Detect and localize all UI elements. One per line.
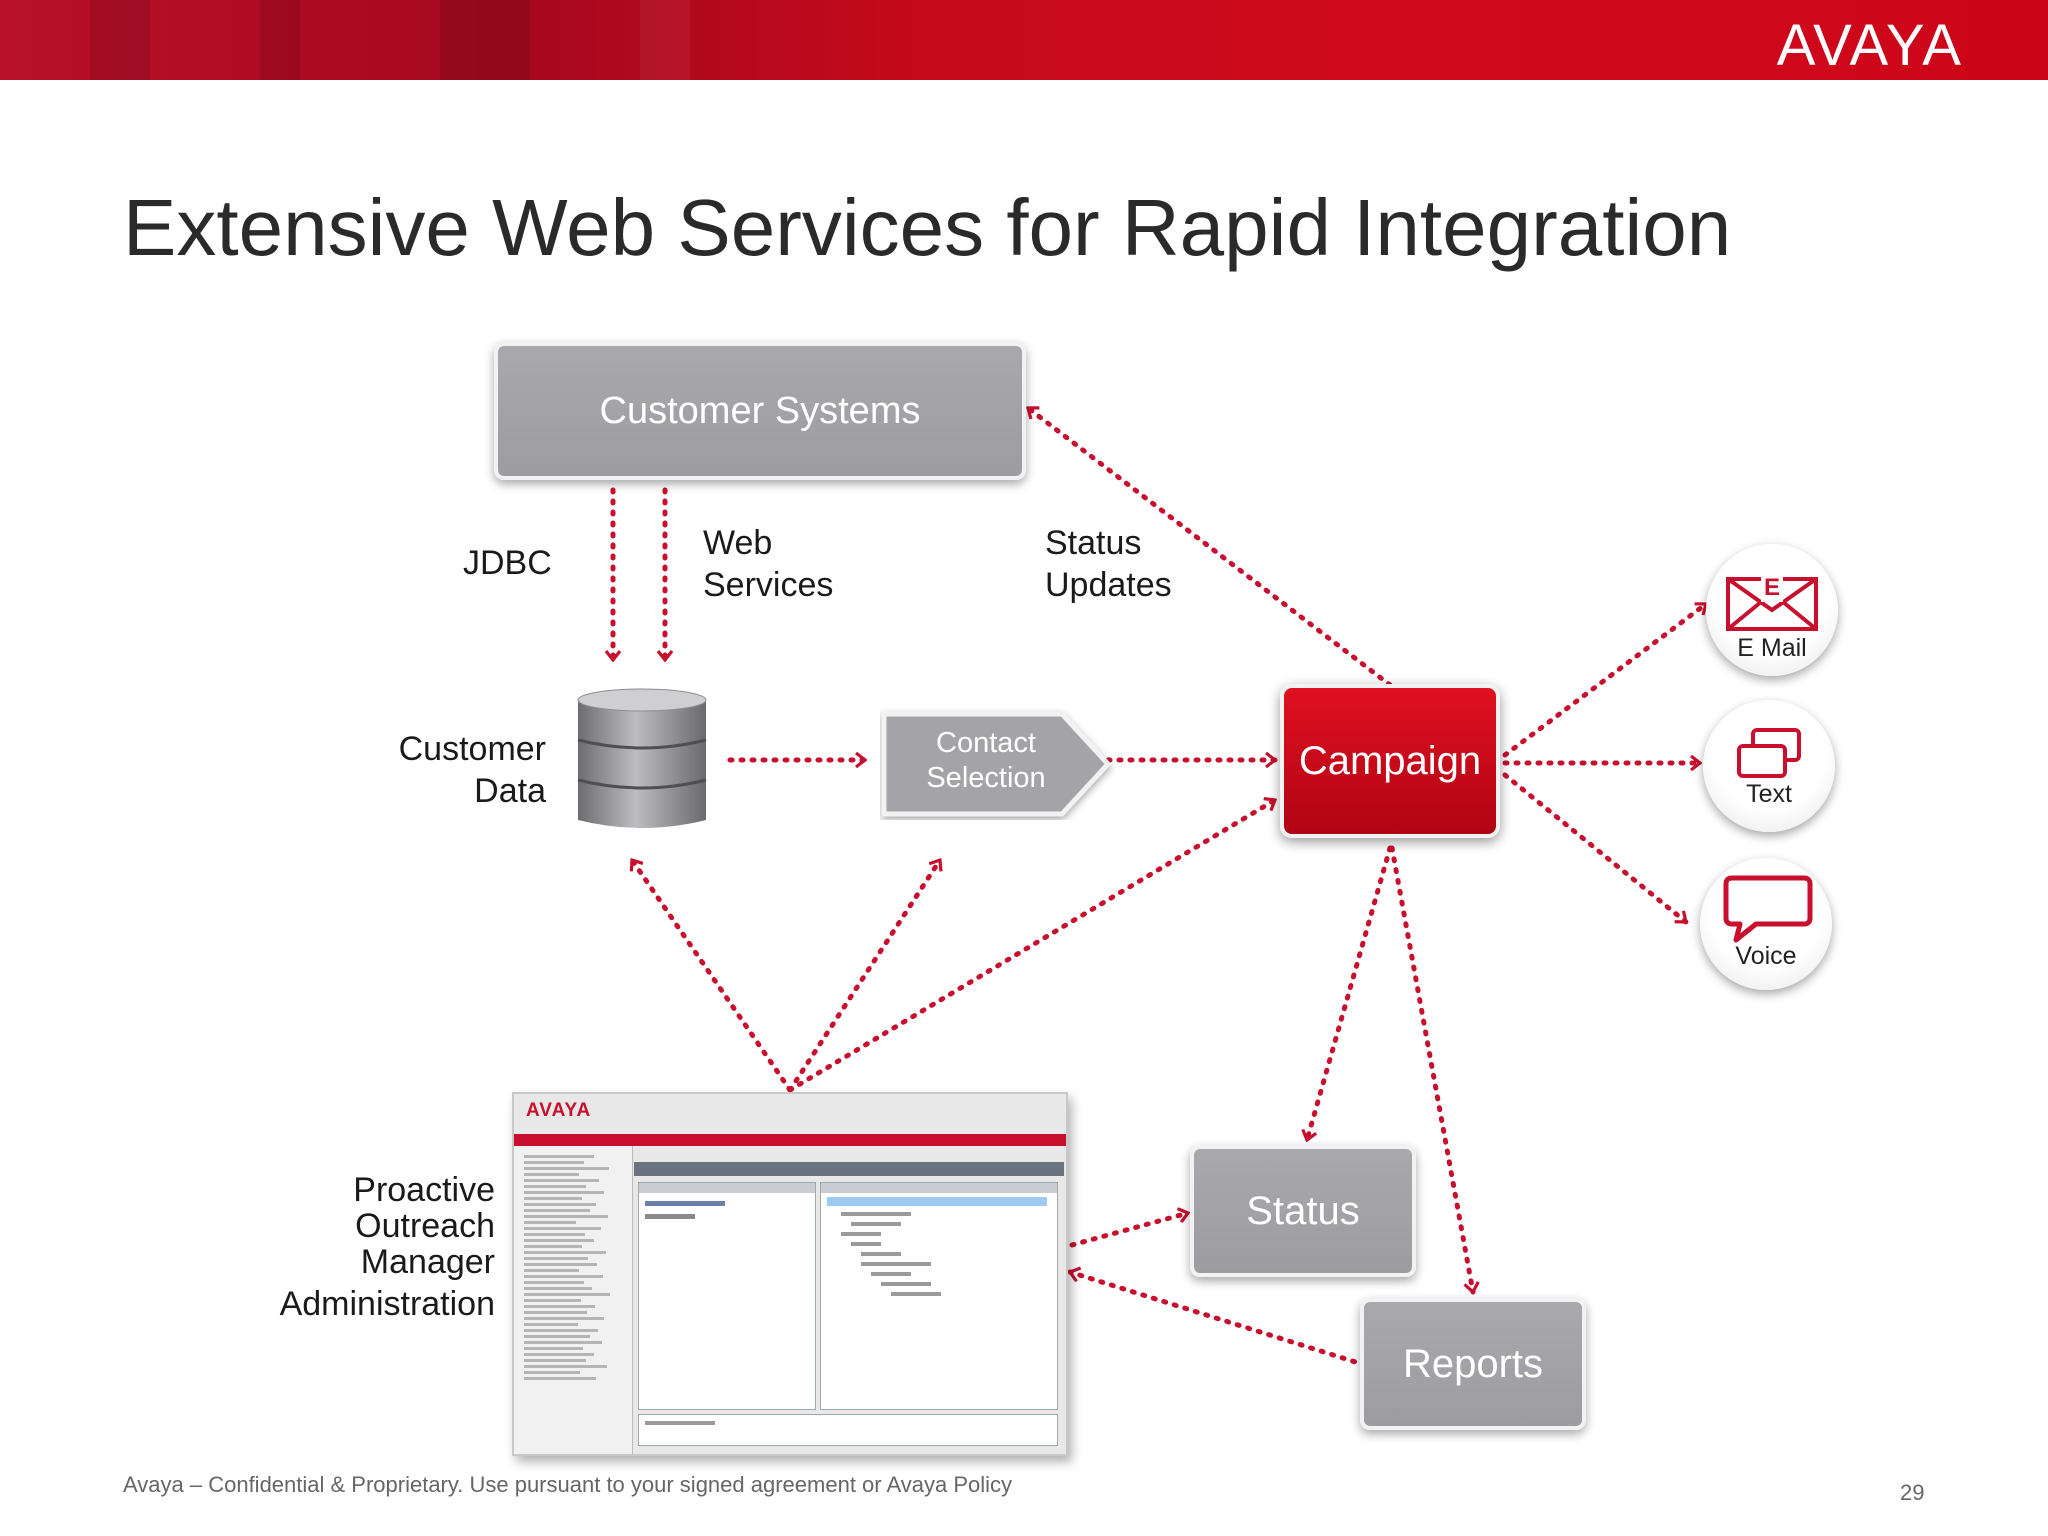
customer-systems-label: Customer Systems [599,389,921,432]
arrow-campaign-to-status [1307,845,1393,1140]
pom-label: Proactive Outreach Manager Administratio… [279,1171,495,1323]
status-label: Status [1246,1188,1360,1233]
status-box: Status [1190,1145,1416,1277]
arrow-campaign-to-reports [1389,845,1473,1292]
status-updates-label: Status Updates [1045,524,1172,604]
arrow-pom-to-data [629,857,793,1093]
arrow-status-updates [1025,405,1393,688]
page-title: Extensive Web Services for Rapid Integra… [123,183,1732,272]
screenshot-status-pane [638,1414,1058,1446]
customer-data-label: Customer Data [398,730,546,810]
screenshot-toolbar [634,1162,1064,1176]
contact-selection-label: Contact Selection [926,727,1046,794]
arrow-pom-to-selection [787,857,940,1093]
avaya-logo: AVAYA [1776,13,1963,78]
email-channel: E E Mail [1706,544,1838,676]
page-number: 29 [1900,1480,1925,1505]
reports-label: Reports [1402,1341,1544,1386]
arrow-pom-to-campaign [787,800,1278,1093]
email-badge: E [1761,574,1783,602]
screenshot-logo: AVAYA [526,1100,592,1121]
campaign-label: Campaign [1298,738,1482,783]
arrow-campaign-to-voice [1502,772,1689,925]
footer-text: Avaya – Confidential & Proprietary. Use … [123,1472,1013,1497]
text-channel: Text [1703,700,1835,832]
screenshot-left-pane [638,1182,816,1410]
web-services-label: Web Services [703,524,834,604]
arrow-pom-to-status [1069,1213,1188,1248]
voice-label: Voice [1735,942,1797,970]
header-bar [0,0,2048,80]
jdbc-label: JDBC [463,544,552,582]
contact-selection-shape [881,711,1112,817]
screenshot-right-pane [820,1182,1058,1410]
customer-systems-box: Customer Systems [494,342,1026,480]
reports-box: Reports [1360,1298,1586,1430]
voice-channel: Voice [1700,858,1832,990]
screenshot-header-bar [514,1134,1066,1146]
speech-bubble-icon [1723,875,1813,943]
pom-admin-screenshot: AVAYA [512,1092,1068,1456]
database-icon [577,688,707,828]
text-windows-icon [1737,728,1801,778]
email-label: E Mail [1737,634,1807,662]
screenshot-nav-tree [514,1146,633,1454]
text-label: Text [1746,780,1792,808]
campaign-box: Campaign [1280,684,1500,838]
arrow-campaign-to-email [1502,601,1709,758]
arrow-reports-to-pom [1067,1272,1368,1368]
